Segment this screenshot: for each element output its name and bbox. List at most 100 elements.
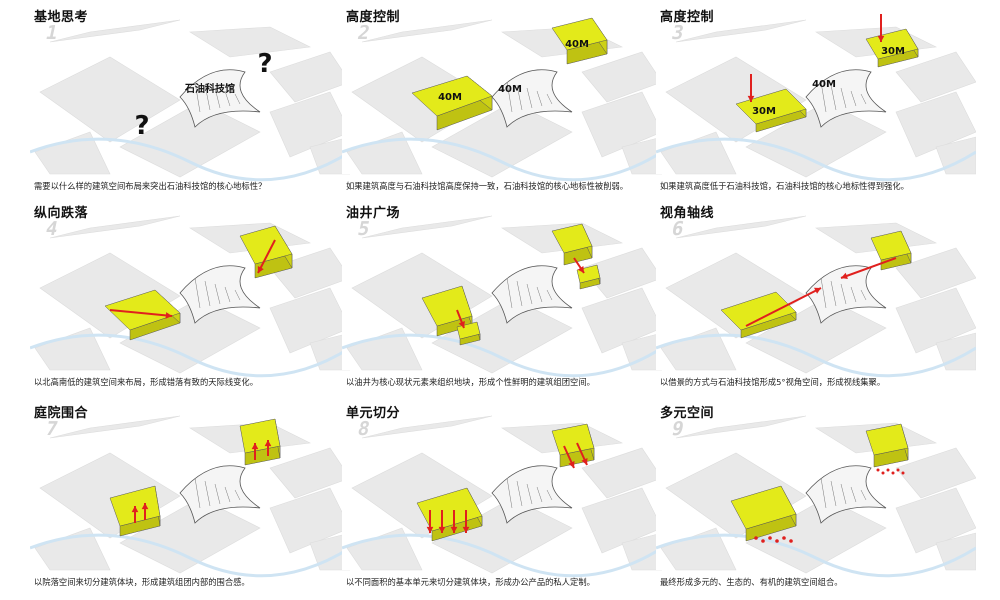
city-block <box>309 532 350 571</box>
city-block <box>39 56 181 143</box>
panel-diagram <box>342 215 662 378</box>
landmark-museum <box>805 465 887 524</box>
site-map <box>30 19 350 182</box>
core-arrow-head <box>577 266 584 273</box>
city-block <box>431 101 573 178</box>
panel-caption: 以油井为核心现状元素来组织地块，形成个性鲜明的建筑组团空间。 <box>346 377 595 387</box>
landmark-rib <box>516 84 523 111</box>
slope-arrow <box>257 239 276 274</box>
view-axis-arrow <box>840 257 897 279</box>
city-block <box>269 287 350 354</box>
building-cluster-north <box>551 223 593 266</box>
panel-caption: 如果建筑高度低于石油科技馆，石油科技馆的核心地标性得到强化。 <box>660 181 909 191</box>
panel-title: 油井广场 <box>346 206 401 221</box>
landmark-rib <box>224 286 231 303</box>
canal <box>30 137 350 182</box>
landmark-museum <box>491 69 573 128</box>
landmark-rib <box>546 93 553 105</box>
city-block <box>346 327 423 371</box>
building-top <box>735 88 807 125</box>
city-block <box>49 415 181 439</box>
panel-diagram <box>30 415 350 578</box>
building-top <box>551 17 608 51</box>
landmark-outline <box>179 265 261 324</box>
city-block <box>581 287 662 354</box>
city-block <box>621 532 662 571</box>
city-block <box>189 26 312 58</box>
site-map <box>30 215 350 378</box>
view-axis-arrow-head <box>814 287 821 294</box>
panel-caption: 需要以什么样的建筑空间布局来突出石油科技馆的核心地标性？ <box>34 181 267 191</box>
canal <box>342 533 662 578</box>
city-block <box>621 136 662 175</box>
down-arrow-icon-head <box>747 95 755 102</box>
view-axis-arrow-head <box>841 272 848 280</box>
building-top <box>551 423 595 456</box>
landmark-museum <box>179 69 261 128</box>
slope-arrow <box>109 309 173 317</box>
landmark-museum <box>491 465 573 524</box>
landmark-rib <box>506 277 513 309</box>
city-block <box>675 415 807 439</box>
landmark-rib <box>224 486 231 503</box>
up-arrow-icon-head <box>251 443 259 450</box>
building-top <box>730 485 797 530</box>
panel-title: 单元切分 <box>346 406 401 421</box>
city-block <box>49 19 181 43</box>
city-block <box>675 19 807 43</box>
city-block <box>119 497 261 574</box>
city-block <box>895 287 976 354</box>
panel-title: 多元空间 <box>660 406 715 421</box>
landmark-rib <box>516 280 523 307</box>
division-arrow-head <box>438 526 446 533</box>
landmark-museum <box>805 69 887 128</box>
city-block <box>361 415 493 439</box>
landmark-rib <box>204 84 211 111</box>
landmark-rib <box>850 486 857 503</box>
landmark-rib <box>234 289 241 301</box>
city-block <box>119 101 261 178</box>
landmark-rib <box>214 87 221 109</box>
building-south <box>104 289 181 341</box>
city-block <box>269 447 350 499</box>
landmark-rib <box>526 283 533 305</box>
canal <box>656 333 976 378</box>
landmark-rib <box>820 81 827 113</box>
building-north <box>239 225 293 279</box>
city-block <box>431 497 573 574</box>
city-block <box>895 91 976 158</box>
building-top <box>104 289 181 331</box>
landmark-rib <box>526 87 533 109</box>
core-arrow-head <box>458 321 465 328</box>
building-top <box>865 423 909 456</box>
panel-diagram: 石油科技馆?? <box>30 19 350 182</box>
red-dot <box>876 468 880 472</box>
city-block <box>269 247 350 299</box>
red-dot <box>896 468 900 472</box>
panel-title: 庭院围合 <box>34 406 89 421</box>
red-dot <box>782 536 786 540</box>
landmark-outline <box>805 69 887 128</box>
city-block <box>660 327 737 371</box>
red-dot <box>891 471 895 475</box>
site-map <box>30 415 350 578</box>
height-label: 30M <box>752 106 776 117</box>
city-block <box>745 497 887 574</box>
city-block <box>309 332 350 371</box>
city-block <box>581 447 662 499</box>
landmark-rib <box>234 93 241 105</box>
red-dot <box>768 536 772 540</box>
division-arrow-head <box>450 526 458 533</box>
landmark-rib <box>820 477 827 509</box>
landmark-rib <box>234 489 241 501</box>
canal <box>30 533 350 578</box>
division-arrow-head <box>568 461 575 468</box>
landmark-museum <box>179 465 261 524</box>
city-block <box>361 215 493 239</box>
city-block <box>269 51 350 103</box>
landmark-outline <box>179 465 261 524</box>
building-top <box>551 223 593 254</box>
